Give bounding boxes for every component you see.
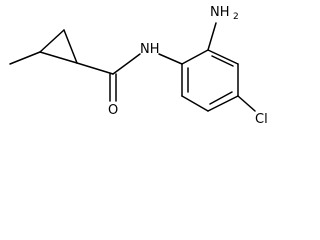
aromatic-inner-bond [209, 91, 233, 105]
amide-nitrogen-label: NH [140, 42, 160, 57]
nitrogen-to-aryl-bond [158, 53, 183, 65]
amine-label: NH 2 [210, 5, 239, 22]
chlorine-bond [237, 95, 256, 112]
carbonyl-double-bond [109, 73, 117, 102]
aromatic-inner-bond [211, 55, 234, 67]
amine-subscript-label: 2 [233, 12, 239, 22]
chlorine-label: Cl [255, 112, 268, 127]
methyl-bond [9, 51, 41, 65]
ring-to-carbonyl-bond [76, 62, 114, 75]
amine-bond [207, 22, 217, 51]
amine-element-label: NH [210, 5, 230, 20]
ring-bond-right [63, 29, 78, 64]
cyclopropane-ring [39, 29, 78, 64]
carbonyl-oxygen-label: O [108, 103, 118, 118]
carbonyl-to-nitrogen-bond [112, 53, 141, 75]
molecule-structure-diagram: NH 2 NH O Cl [9, 5, 268, 127]
ring-bond-bottom [39, 51, 78, 64]
benzene-ring [181, 49, 239, 112]
ring-bond-top [39, 29, 65, 53]
